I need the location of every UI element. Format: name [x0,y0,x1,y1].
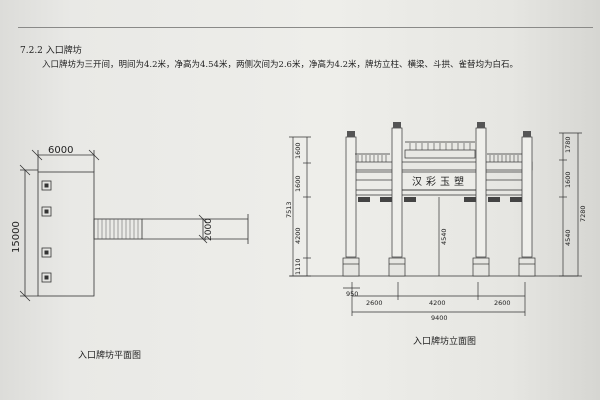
elev-dim-right-total: 7280 [579,205,587,222]
elev-dim-left-total: 7513 [285,201,293,218]
elevation-caption: 入口牌坊立面图 [413,337,477,347]
section-title: 入口牌坊 [45,46,82,56]
plan-dim-width: 6000 [48,145,73,156]
elev-dim-bottom-1: 2600 [366,299,383,307]
plan-pillar [41,180,52,191]
plan-pillar [41,206,52,217]
elev-dim-center: 4540 [440,228,448,245]
plaque-text: 汉彩玉塑 [412,176,468,188]
plan-dim-path-width: 2000 [204,218,214,241]
plan-caption: 入口牌坊平面图 [78,351,142,361]
elev-dim-bottom-2: 4200 [429,299,446,307]
elev-dim-right-1: 1780 [564,136,572,153]
plan-pillar [41,272,52,283]
elev-dim-left-4: 1110 [294,258,302,275]
elev-dim-left-3: 4200 [294,227,302,244]
elev-dim-base: 950 [346,290,358,298]
elev-dim-bottom-3: 2600 [494,299,511,307]
elev-dim-total: 9400 [431,314,448,322]
section-number: 7.2.2 [20,46,43,56]
section-heading: 7.2.2 入口牌坊 [20,43,82,56]
elev-dim-right-2: 1600 [564,171,572,188]
description-paragraph: 入口牌坊为三开间，明间为4.2米，净高为4.54米，两侧次间为2.6米，净高为4… [42,60,518,70]
top-rule [18,27,593,28]
plan-dim-height: 15000 [11,221,22,253]
plan-pillar [41,247,52,258]
elev-dim-left-2: 1600 [294,175,302,192]
elev-dim-right-3: 4540 [564,229,572,246]
elev-dim-left-1: 1600 [294,142,302,159]
